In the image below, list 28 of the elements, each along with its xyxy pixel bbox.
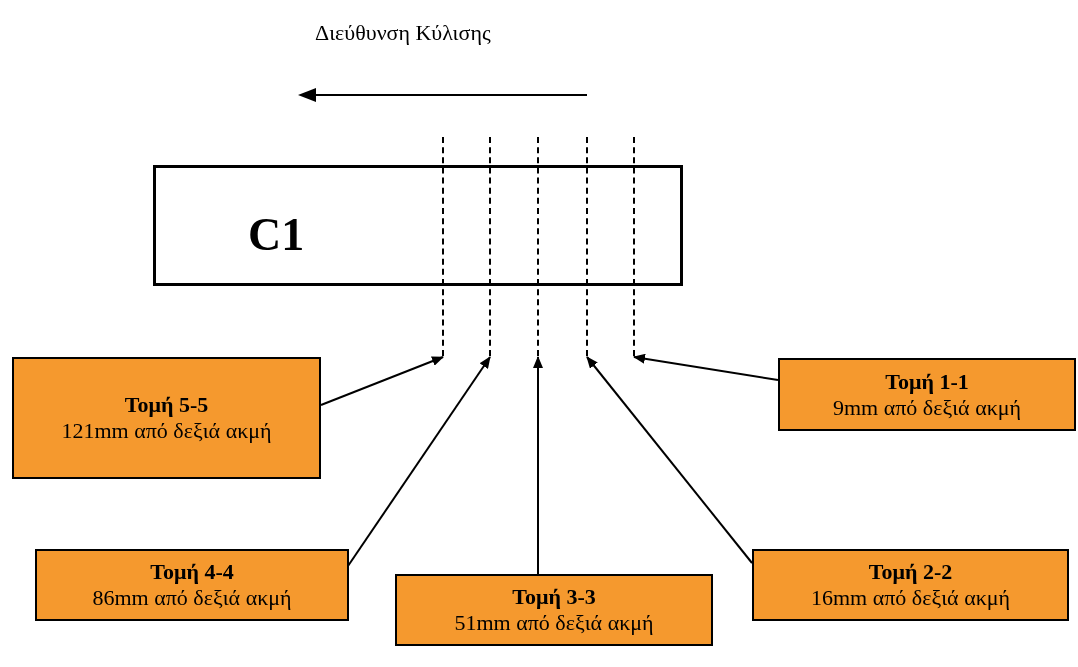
section-callout-box [395, 574, 713, 646]
section-line [537, 137, 539, 356]
section-title: Τομή 5-5 [124, 392, 209, 418]
distance-text: 121mm από δεξιά ακμή [61, 418, 272, 444]
distance-text: 16mm από δεξιά ακμή [810, 585, 1011, 611]
distance-text: 9mm από δεξιά ακμή [832, 394, 1022, 421]
leader-arrow [347, 356, 491, 567]
leader-arrow [586, 356, 753, 564]
section-line [586, 137, 588, 356]
section-title: Τομή 4-4 [150, 559, 234, 585]
section-title: Τομή 1-1 [885, 368, 969, 395]
section-callout-box [35, 549, 349, 621]
section-title: Τομή 3-3 [512, 584, 596, 610]
leader-arrow [633, 353, 779, 381]
distance-text: 51mm από δεξιά ακμή [454, 610, 654, 636]
distance-text: 86mm από δεξιά ακμή [92, 585, 292, 611]
leader-arrow [320, 356, 444, 406]
direction-label: Διεύθυνση Κύλισης [315, 20, 491, 46]
section-line [489, 137, 491, 356]
section-line [442, 137, 444, 356]
part-label: C1 [248, 210, 305, 260]
section-callout-box [778, 358, 1076, 431]
section-callout-box [752, 549, 1069, 621]
section-line [633, 137, 635, 356]
slab-rectangle [153, 165, 683, 286]
section-title: Τομή 2-2 [868, 559, 953, 585]
section-callout-box [12, 357, 321, 479]
leader-arrow [533, 356, 543, 575]
